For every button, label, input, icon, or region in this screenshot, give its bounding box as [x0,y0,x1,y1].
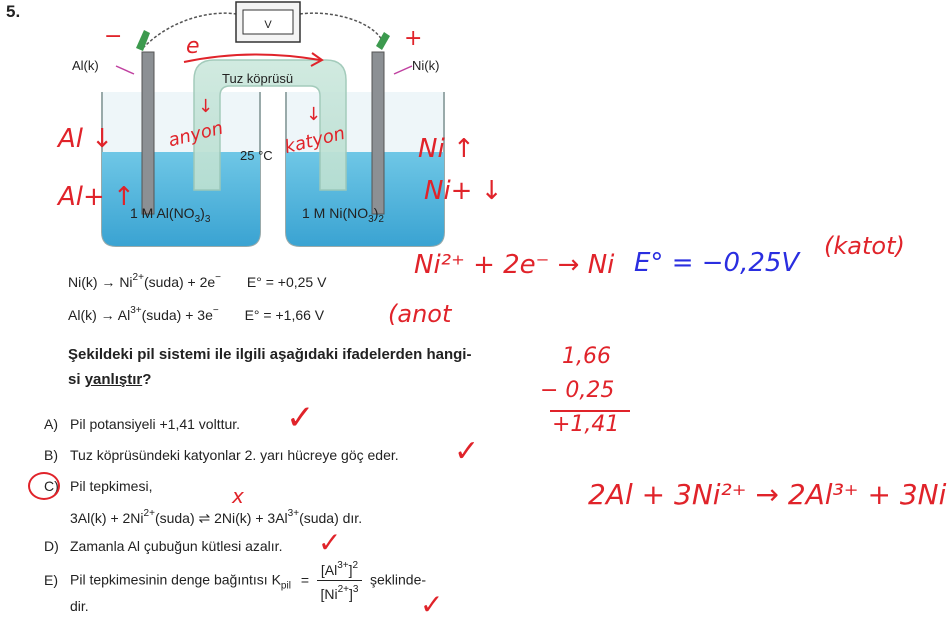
option-c-equation: 3Al(k) + 2Ni2+(suda) ⇌ 2Ni(k) + 3Al3+(su… [70,508,363,526]
equation-nickel: Ni(k) → Ni2+(suda) + 2e− E° = +0,25 V [68,272,327,290]
hw-anot-label: (anot [388,300,452,328]
stem-line-2: si yanlıştır? [68,371,152,388]
temperature-label: 25 °C [240,148,273,163]
right-electrode-label: Ni(k) [412,58,440,73]
hw-katyon-arrow: ↓ [306,104,322,125]
equilibrium-fraction: [Al3+]2 [Ni2+]3 [316,560,363,602]
hw-ni-up: Ni ↑ [418,134,475,164]
option-c[interactable]: C)Pil tepkimesi, [44,478,153,494]
right-wire [299,12,383,41]
right-clip-icon [376,32,390,50]
left-electrode-label: Al(k) [72,58,99,73]
hw-check-a: ✓ [286,398,315,438]
hw-plus-sign: + [404,26,423,51]
equation-aluminium: Al(k) → Al3+(suda) + 3e− E° = +1,66 V [68,305,325,323]
hw-check-e: ✓ [420,588,444,621]
hw-katot-label: (katot) [824,232,905,260]
left-wire [142,12,237,49]
hw-nickel-reduction: Ni²⁺ + 2e⁻ → Ni [414,250,615,280]
left-solution-label: 1 M Al(NO3)3 [130,205,211,225]
right-label-arrow [393,65,413,75]
galvanic-cell-figure: V [101,1,445,247]
hw-electron-flow-arrow [183,52,324,67]
hw-al-down: Al ↓ [58,124,114,154]
hw-calc-result: +1,41 [552,412,620,437]
left-clip-icon [136,30,150,51]
aluminium-electrode [141,51,155,215]
nickel-electrode [371,51,385,215]
right-solution [286,152,444,246]
option-a[interactable]: A)Pil potansiyeli +1,41 volttur. [44,416,241,432]
hw-calc-line [550,410,630,412]
hw-check-d: ✓ [318,526,342,559]
salt-bridge [193,59,347,191]
right-solution-label: 1 M Ni(NO3)2 [302,205,384,225]
hw-al-plus-up: Al+ ↑ [58,182,135,212]
hw-electron-e: e [186,34,200,59]
hw-calc-2: − 0,25 [540,378,615,403]
hw-standard-potential: E° = −0,25V [634,248,800,278]
left-label-arrow [115,65,135,75]
option-d[interactable]: D)Zamanla Al çubuğun kütlesi azalır. [44,538,283,554]
option-e-line-2: dir. [70,598,89,614]
hw-calc-1: 1,66 [562,344,611,369]
hw-check-b: ✓ [454,434,480,469]
question-stem: Şekildeki pil sistemi ile ilgili aşağıda… [68,342,508,392]
hw-minus-sign: − [104,24,123,49]
voltmeter-display [242,9,294,35]
hw-overall-reaction: 2Al + 3Ni²⁺ → 2Al³⁺ + 3Ni [588,478,947,511]
option-b[interactable]: B)Tuz köprüsündeki katyonlar 2. yarı hüc… [44,447,399,463]
voltmeter-label: V [264,19,272,31]
hw-anyon-arrow: ↓ [198,96,214,117]
salt-bridge-label: Tuz köprüsü [222,71,294,86]
hw-ni-plus-down: Ni+ ↓ [424,176,503,206]
hw-cross-mark: x [232,484,244,508]
question-number: 5. [6,2,21,21]
hw-circle-c [28,472,60,500]
option-e[interactable]: E)Pil tepkimesinin denge bağıntısı Kpil … [44,560,427,602]
stem-line-1: Şekildeki pil sistemi ile ilgili aşağıda… [68,346,472,363]
